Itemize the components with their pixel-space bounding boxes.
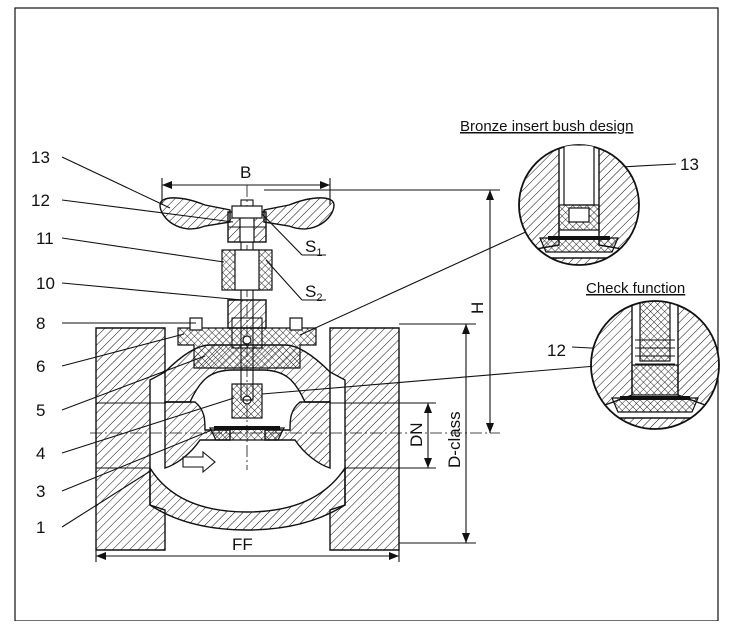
dim-ff-label: FF: [232, 535, 253, 554]
part-label-2: 3: [36, 482, 45, 501]
dim-b-label: B: [240, 163, 251, 182]
dim-s2-label: S2: [305, 282, 322, 304]
part-label-3: 4: [36, 444, 45, 463]
part-label-1: 1: [36, 518, 45, 537]
check-function-title: Check function: [586, 280, 685, 297]
dim-s1-label: S1: [305, 237, 322, 259]
part-label-9: 11: [36, 229, 54, 248]
part-label-5: 6: [36, 357, 45, 376]
dimension-lines: [95, 178, 500, 562]
part-number-labels: 13 12 11 10 8 6 5 4 3 1 12 13: [31, 148, 699, 537]
part-label-11: 13: [31, 148, 50, 167]
part-label-10: 12: [31, 191, 50, 210]
flow-direction-arrow: [182, 450, 216, 474]
part-label-13: 13: [680, 155, 699, 174]
dim-dn-label: DN: [407, 422, 426, 447]
part-label-12: 12: [547, 341, 566, 360]
dim-h-label: H: [468, 302, 487, 314]
part-leader-lines: [61, 156, 677, 528]
part-label-8: 10: [36, 274, 55, 293]
dimension-labels: B S1 S2 H DN D-class FF: [232, 163, 487, 554]
dim-d-class-label: D-class: [445, 411, 464, 468]
bronze-insert-bush-title: Bronze insert bush design: [460, 118, 633, 135]
part-label-6: 8: [36, 314, 45, 333]
part-label-4: 5: [36, 401, 45, 420]
